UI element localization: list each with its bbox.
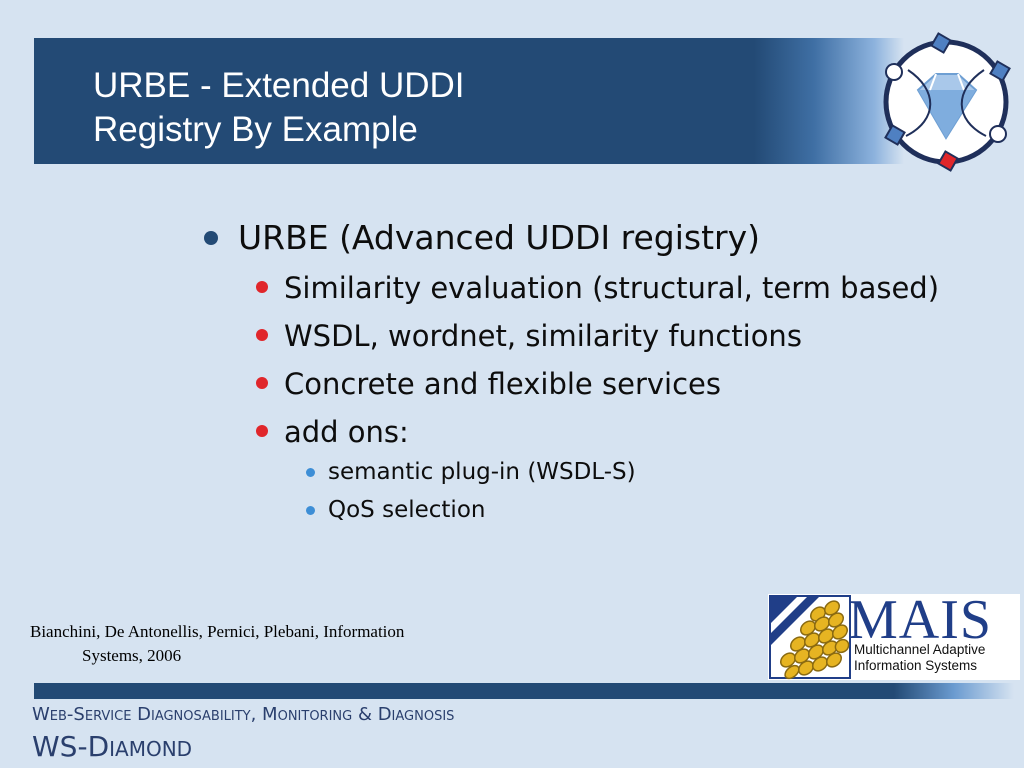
sub-bullet-item: WSDL, wordnet, similarity functions bbox=[256, 317, 990, 355]
bullet-text: semantic plug-in (WSDL-S) bbox=[328, 459, 636, 485]
mais-logo-subtitle: Multichannel Adaptive Information System… bbox=[854, 642, 1020, 674]
footer-bar bbox=[34, 683, 1014, 699]
sub-bullet-item: add ons: bbox=[256, 413, 990, 451]
slide-title: URBE - Extended UDDI Registry By Example bbox=[93, 64, 465, 152]
slide-title-line1: URBE - Extended UDDI bbox=[93, 66, 465, 105]
slide-title-line2: Registry By Example bbox=[93, 110, 418, 149]
bullet-dot-icon bbox=[256, 425, 268, 437]
bullet-text: WSDL, wordnet, similarity functions bbox=[284, 319, 802, 353]
mais-logo-wordmark: MAIS bbox=[848, 589, 993, 651]
bullet-text: Concrete and flexible services bbox=[284, 367, 721, 401]
bullet-dot-icon bbox=[306, 468, 315, 477]
footer-tagline: Web-Service Diagnosability, Monitoring &… bbox=[32, 704, 455, 725]
title-bar bbox=[34, 38, 904, 164]
bullet-text: add ons: bbox=[284, 415, 409, 449]
citation-line1: Bianchini, De Antonellis, Pernici, Pleba… bbox=[30, 622, 405, 641]
mais-subtitle-line1: Multichannel Adaptive bbox=[854, 642, 986, 657]
subsub-bullet-item: semantic plug-in (WSDL-S) bbox=[306, 457, 990, 487]
citation: Bianchini, De Antonellis, Pernici, Pleba… bbox=[30, 620, 490, 668]
bullet-text: Similarity evaluation (structural, term … bbox=[284, 271, 940, 305]
bullet-text: URBE (Advanced UDDI registry) bbox=[238, 218, 760, 257]
bullet-dot-icon bbox=[256, 377, 268, 389]
bullet-dot-icon bbox=[204, 231, 218, 245]
sub-bullet-item: Concrete and flexible services bbox=[256, 365, 990, 403]
bullet-list: URBE (Advanced UDDI registry) Similarity… bbox=[200, 215, 990, 525]
ws-diamond-logo-icon bbox=[883, 32, 1011, 172]
bullet-dot-icon bbox=[256, 281, 268, 293]
mais-subtitle-line2: Information Systems bbox=[854, 658, 978, 673]
citation-line2: Systems, 2006 bbox=[82, 646, 182, 665]
sub-bullet-item: Similarity evaluation (structural, term … bbox=[256, 269, 990, 307]
bullet-text: QoS selection bbox=[328, 497, 486, 523]
bullet-dot-icon bbox=[306, 506, 315, 515]
subsub-bullet-item: QoS selection bbox=[306, 495, 990, 525]
bullet-dot-icon bbox=[256, 329, 268, 341]
footer-brand: WS-Diamond bbox=[32, 730, 193, 763]
mais-logo-icon bbox=[768, 594, 1020, 680]
bullet-item-main: URBE (Advanced UDDI registry) bbox=[204, 215, 990, 261]
